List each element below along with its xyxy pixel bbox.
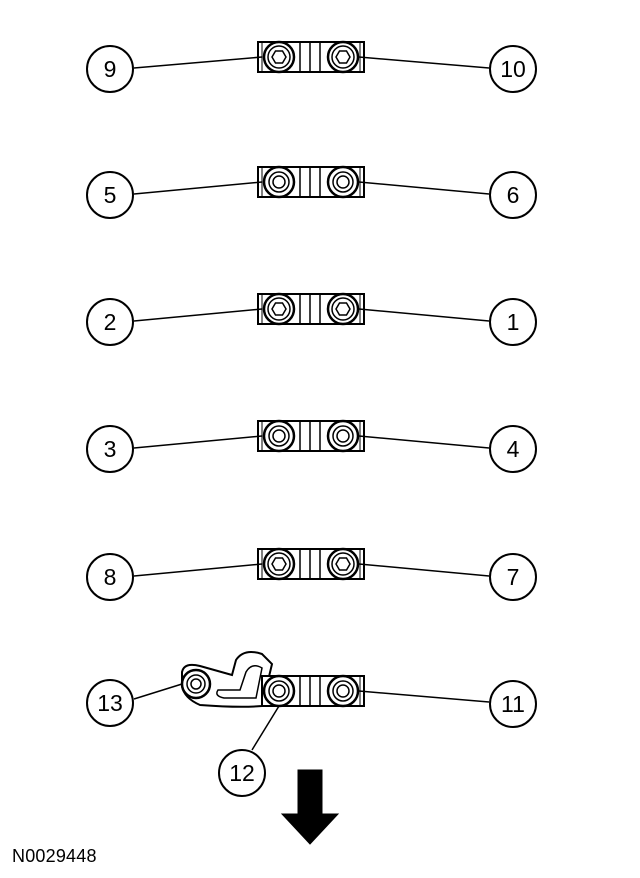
callout-label: 8 [104, 564, 117, 590]
callout-circle: 5 [86, 171, 134, 219]
callout-label: 1 [507, 309, 520, 335]
leader-line [251, 705, 280, 751]
leader-line [133, 56, 263, 69]
callout-circle: 7 [489, 553, 537, 601]
callout-circle: 11 [489, 680, 537, 728]
bolt-head [326, 292, 360, 326]
leader-line [358, 563, 490, 577]
leader-line [133, 563, 263, 577]
callout-circle: 4 [489, 425, 537, 473]
callout-label: 13 [97, 690, 123, 716]
leader-line [133, 435, 263, 449]
callout-circle: 6 [489, 171, 537, 219]
down-arrow-icon [280, 769, 340, 845]
callout-label: 5 [104, 182, 117, 208]
bearing-cap-row-4: 3 4 [86, 419, 537, 473]
bolt-head [262, 292, 296, 326]
leader-line [358, 690, 490, 703]
callout-label: 11 [501, 691, 525, 717]
leader-line [133, 683, 183, 700]
leader-line [358, 308, 490, 322]
callout-label: 12 [229, 760, 255, 786]
callout-label: 7 [507, 564, 520, 590]
bearing-cap-row-5: 8 7 [86, 547, 537, 601]
bearing-cap-row-2: 5 6 [86, 165, 537, 219]
figure-id: N0029448 [12, 846, 97, 866]
bearing-cap-row-1: 9 10 [86, 40, 537, 93]
leader-line [358, 181, 490, 195]
bolt-head [326, 547, 360, 581]
bolt-head [262, 419, 296, 453]
bolt-head [326, 419, 360, 453]
callout-circle: 9 [86, 45, 134, 93]
callout-label: 9 [104, 56, 117, 82]
leader-line [133, 181, 263, 195]
bolt-head [326, 674, 360, 708]
bolt-head [262, 674, 296, 708]
bolt-head [262, 165, 296, 199]
callout-circle: 1 [489, 298, 537, 346]
callout-label: 6 [507, 182, 520, 208]
bolt-head [262, 40, 296, 74]
leader-line [358, 56, 490, 69]
callout-circle: 8 [86, 553, 134, 601]
bolt-head [326, 40, 360, 74]
callout-label: 2 [104, 309, 117, 335]
bearing-cap-row-6: 13 11 12 [86, 651, 537, 797]
bolt-head [326, 165, 360, 199]
callout-label: 10 [500, 56, 526, 82]
leader-line [133, 308, 263, 322]
callout-circle: 3 [86, 425, 134, 473]
leader-line [358, 435, 490, 449]
bearing-cap-row-3: 2 1 [86, 292, 537, 346]
callout-circle: 10 [489, 45, 537, 93]
callout-circle: 13 [86, 679, 134, 727]
callout-circle: 12 [218, 749, 266, 797]
bolt-head [180, 668, 212, 700]
callout-circle: 2 [86, 298, 134, 346]
bolt-head [262, 547, 296, 581]
callout-label: 3 [104, 436, 117, 462]
callout-label: 4 [507, 436, 520, 462]
